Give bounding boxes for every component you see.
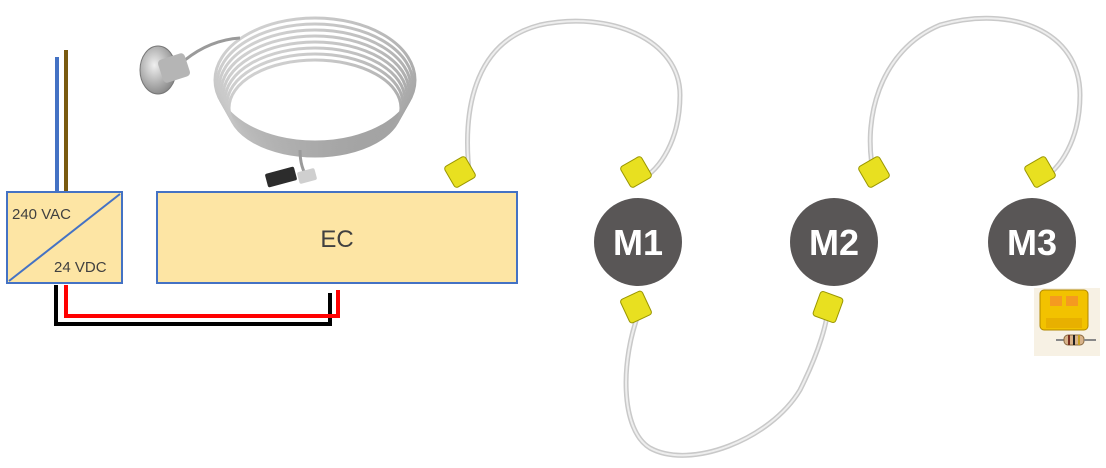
proximity-sensor-icon [139, 45, 190, 95]
module-m1: M1 [594, 198, 682, 286]
ec-controller: EC [156, 191, 518, 284]
connector-icon [620, 156, 652, 188]
psu-input-label: 240 VAC [12, 206, 71, 223]
power-supply: 240 VAC 24 VDC [6, 191, 123, 284]
terminal-plug-icon [265, 166, 297, 188]
psu-output-label: 24 VDC [54, 259, 107, 276]
bus-cable-m2-m3 [858, 15, 1083, 188]
resistor-icon [1056, 334, 1096, 346]
module-label: M2 [809, 222, 859, 263]
sensor-cable-image [139, 16, 417, 188]
module-label: M1 [613, 222, 663, 263]
module-m2: M2 [790, 198, 878, 286]
bus-cable-m1-m2 [620, 290, 844, 458]
bus-cable-ec-m1 [444, 18, 683, 188]
connector-icon [444, 156, 476, 188]
dc-wire-red [64, 285, 340, 318]
ec-label: EC [320, 226, 353, 253]
module-label: M3 [1007, 222, 1057, 263]
connector-icon [1024, 156, 1056, 188]
terminator-icon [1034, 288, 1100, 356]
dc-wire-black [54, 285, 332, 326]
module-m3: M3 [988, 198, 1076, 286]
connector-icon [620, 290, 652, 324]
connector-icon [812, 291, 844, 323]
connector-icon [858, 156, 890, 188]
